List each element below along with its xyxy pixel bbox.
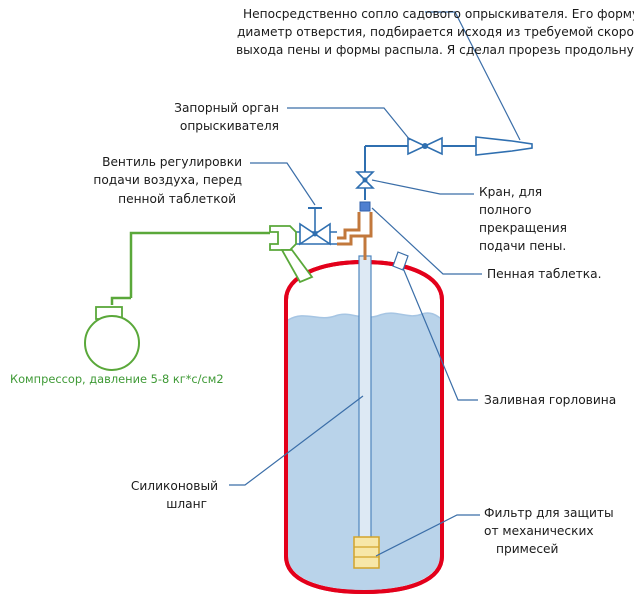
air-valve	[290, 207, 337, 246]
filter	[353, 536, 380, 569]
nozzle-line	[364, 136, 476, 160]
nozzle-leader	[425, 11, 521, 141]
svg-text:прекращения: прекращения	[479, 221, 567, 235]
filter-leader	[375, 514, 480, 557]
copper-pipe	[337, 212, 373, 260]
svg-text:Запорный орган: Запорный орган	[174, 101, 279, 115]
label-shutoff: Запорный орган опрыскивателя	[174, 101, 279, 133]
label-tap: Кран, для полного прекращения подачи пен…	[479, 185, 567, 253]
svg-text:примесей: примесей	[496, 542, 558, 556]
air-fitting	[269, 225, 297, 251]
svg-text:выхода пены и формы распыла. Я: выхода пены и формы распыла. Я сделал пр…	[236, 43, 634, 57]
tap-valve	[355, 148, 375, 200]
svg-text:подачи пены.: подачи пены.	[479, 239, 566, 253]
hose-leader	[229, 395, 364, 486]
liquid-surface	[287, 312, 441, 321]
svg-text:Фильтр для защиты: Фильтр для защиты	[484, 506, 614, 520]
label-nozzle: Непосредственно сопло садового опрыскива…	[236, 7, 634, 57]
tap-leader	[371, 179, 474, 195]
svg-text:шланг: шланг	[166, 497, 207, 511]
svg-text:опрыскивателя: опрыскивателя	[180, 119, 279, 133]
svg-text:Компрессор, давление 5-8 кг*с/: Компрессор, давление 5-8 кг*с/см2	[10, 372, 224, 386]
svg-text:от механических: от механических	[484, 524, 594, 538]
air-valve-leader	[250, 162, 316, 206]
nozzle	[475, 136, 533, 156]
label-filter: Фильтр для защиты от механических примес…	[484, 506, 614, 556]
svg-text:диаметр отверстия, подбирается: диаметр отверстия, подбирается исходя из…	[237, 25, 634, 39]
svg-text:Кран, для: Кран, для	[479, 185, 542, 199]
filler-neck	[392, 251, 409, 271]
compressor	[84, 306, 140, 371]
foam-tablet	[359, 201, 371, 212]
label-air-valve: Вентиль регулировки подачи воздуха, пере…	[93, 155, 242, 206]
air-line	[110, 225, 314, 305]
svg-text:подачи воздуха, перед: подачи воздуха, перед	[93, 173, 242, 187]
tank-outline	[284, 259, 444, 595]
label-compressor: Компрессор, давление 5-8 кг*с/см2	[10, 372, 224, 386]
label-filler-neck: Заливная горловина	[484, 393, 616, 407]
label-hose: Силиконовый шланг	[131, 479, 218, 511]
svg-text:пенной таблеткой: пенной таблеткой	[118, 192, 236, 206]
label-foam-tablet: Пенная таблетка.	[487, 267, 601, 281]
svg-text:Пенная таблетка.: Пенная таблетка.	[487, 267, 601, 281]
shutoff-leader	[287, 107, 411, 141]
svg-text:полного: полного	[479, 203, 532, 217]
svg-text:Вентиль регулировки: Вентиль регулировки	[102, 155, 242, 169]
svg-text:Силиконовый: Силиконовый	[131, 479, 218, 493]
callout-lines	[229, 11, 521, 557]
svg-text:Непосредственно сопло садового: Непосредственно сопло садового опрыскива…	[243, 7, 634, 21]
foam-tablet-leader	[371, 207, 482, 275]
filler-neck-leader	[402, 267, 478, 401]
filter-body	[353, 536, 380, 569]
svg-text:Заливная горловина: Заливная горловина	[484, 393, 616, 407]
